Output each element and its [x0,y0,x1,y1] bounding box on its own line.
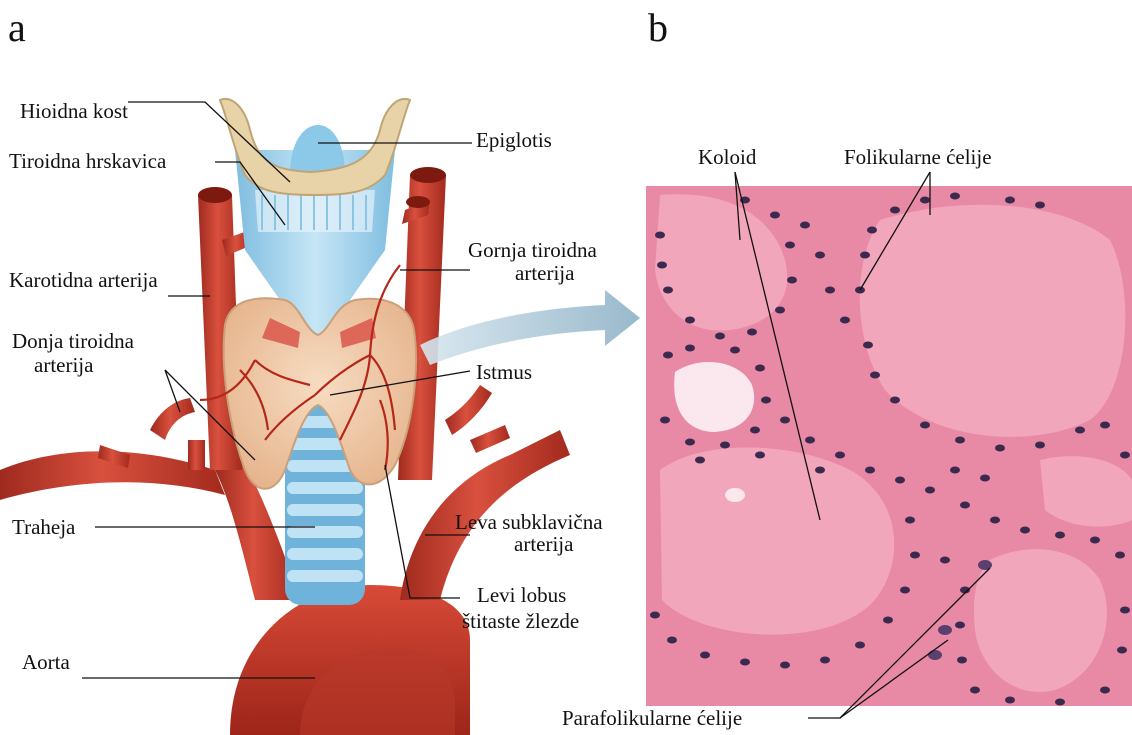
label-left-subclavian-line2: arterija [514,532,573,556]
label-colloid: Koloid [698,145,756,169]
label-superior-thyroid-line1: Gornja tiroidna [468,238,597,262]
label-hyoid-bone: Hioidna kost [20,99,128,123]
label-superior-thyroid-line2: arterija [515,261,574,285]
epiglottis [290,125,345,175]
label-inferior-thyroid-line1: Donja tiroidna [12,329,134,353]
label-carotid-artery: Karotidna arterija [9,268,158,292]
label-aorta: Aorta [22,650,70,674]
label-left-subclavian-line1: Leva subklavična [455,510,603,534]
label-trachea: Traheja [12,515,75,539]
label-left-lobe-line2: štitaste žlezde [462,609,579,633]
label-thyroid-cartilage: Tiroidna hrskavica [9,149,166,173]
histology-micrograph [646,186,1132,706]
label-inferior-thyroid-line2: arterija [34,353,93,377]
callout-arrow [420,290,640,365]
aorta [230,585,470,735]
label-isthmus: Istmus [476,360,532,384]
label-parafollicular-cells: Parafolikularne ćelije [562,706,742,730]
label-epiglottis: Epiglotis [476,128,552,152]
label-follicular-cells: Folikularne ćelije [844,145,992,169]
label-left-lobe-line1: Levi lobus [477,583,566,607]
